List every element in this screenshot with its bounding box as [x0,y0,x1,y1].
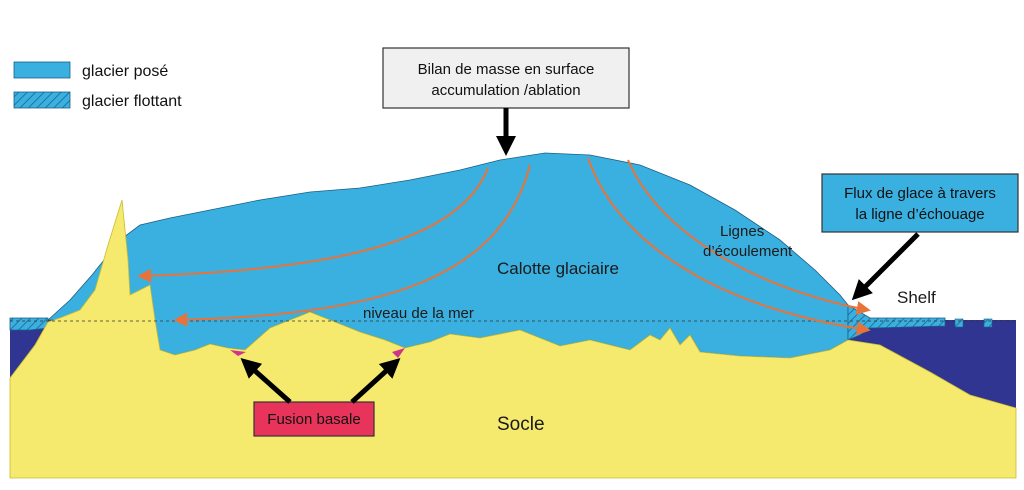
mass-balance-line1: Bilan de masse en surface [418,61,595,78]
basal-melt-left [230,350,246,356]
mass-balance-box [382,47,630,109]
flow-lines-label-1: Lignes [720,223,764,240]
basal-melt-right [392,348,405,358]
mass-balance-line2: accumulation /ablation [431,82,580,99]
left-ice-shelf [9,317,49,331]
basal-melt-arrow-right [350,357,401,404]
ice-shelf-fragment [983,318,993,328]
basal-melt-label: Fusion basale [267,411,360,428]
shelf-label: Shelf [897,288,936,307]
flow-line [587,157,871,336]
sea-level-label: niveau de la mer [363,305,474,322]
ice-shelf [847,304,946,341]
basal-melt-box [253,401,375,437]
grounding-flux-arrow [851,232,920,301]
legend-grounded-swatch [13,61,71,79]
flow-line [173,164,531,327]
ice-cap-label: Calotte glaciaire [497,259,619,278]
ice-shelf-fragment [954,318,964,328]
flow-lines-label-2: d’écoulement [703,243,793,260]
grounding-flux-box [821,173,1019,233]
legend-floating-label: glacier flottant [82,93,182,110]
bedrock-label: Socle [497,414,545,435]
legend-floating-swatch [13,91,71,109]
grounding-flux-line2: la ligne d’échouage [855,206,984,223]
basal-melt-arrow-left [240,358,292,404]
flow-line [627,159,871,315]
grounding-flux-line1: Flux de glace à travers [844,185,996,202]
legend-grounded-label: glacier posé [82,63,168,80]
flow-line [137,167,489,283]
